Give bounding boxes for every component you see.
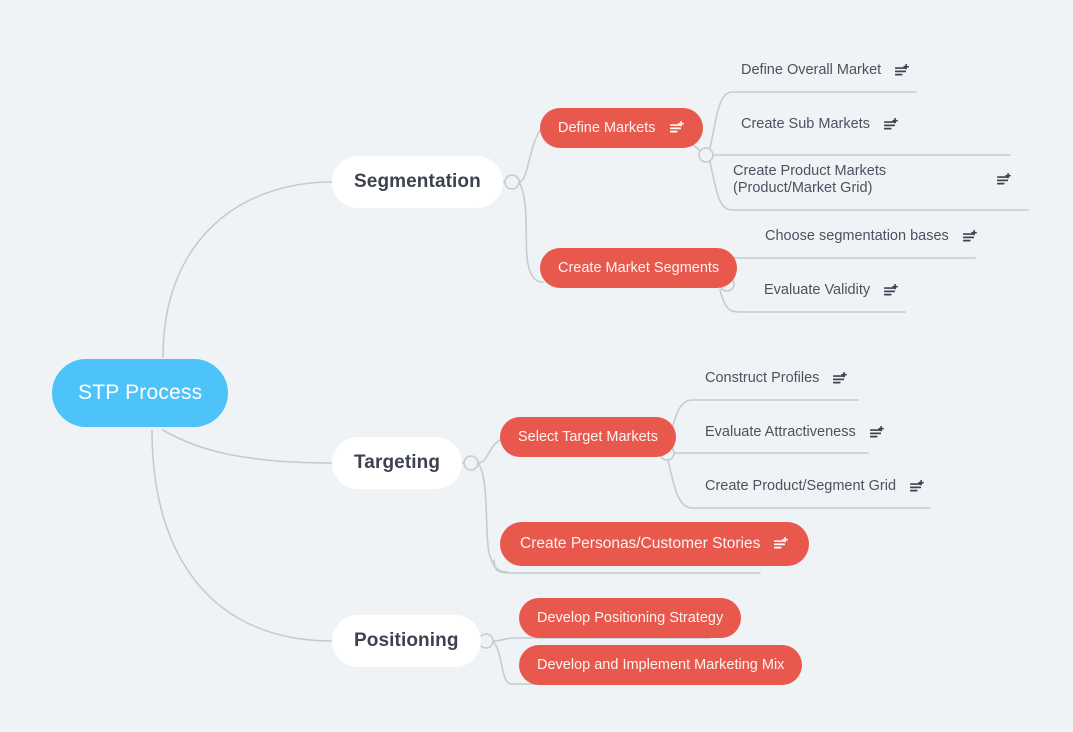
leaf-node-label: Construct Profiles <box>705 370 820 386</box>
leaf-node-label: Evaluate Validity <box>764 282 871 298</box>
edge-hub-develop-positioning-strategy <box>492 637 711 642</box>
note-add-icon[interactable] <box>774 537 789 551</box>
branch-node-label: Targeting <box>354 452 441 473</box>
connector-ring-segmentation <box>504 174 520 190</box>
connector-ring-targeting <box>463 455 479 471</box>
note-add-icon[interactable] <box>883 117 899 132</box>
child-node-label: Define Markets <box>558 120 656 136</box>
branch-node-label: Segmentation <box>354 171 481 192</box>
leaf-node-label: Define Overall Market <box>741 62 882 78</box>
note-add-icon[interactable] <box>669 121 685 135</box>
child-node-label: Select Target Markets <box>518 429 658 445</box>
note-add-icon[interactable] <box>833 371 848 386</box>
child-node-develop-positioning-strategy[interactable]: Develop Positioning Strategy <box>519 598 742 638</box>
note-add-icon[interactable] <box>884 283 899 298</box>
branch-node-segmentation[interactable]: Segmentation <box>332 156 503 208</box>
child-node-create-market-segments[interactable]: Create Market Segments <box>540 248 738 288</box>
leaf-node-label: Create Product/Segment Grid <box>705 478 897 494</box>
edge-root-positioning <box>151 429 333 642</box>
branch-node-targeting[interactable]: Targeting <box>332 437 463 489</box>
child-node-develop-marketing-mix[interactable]: Develop and Implement Marketing Mix <box>519 645 803 685</box>
child-node-label: Develop Positioning Strategy <box>537 610 724 626</box>
note-add-icon[interactable] <box>997 173 1012 187</box>
leaf-node-label: Evaluate Attractiveness <box>705 424 856 440</box>
child-node-define-markets[interactable]: Define Markets <box>540 108 703 148</box>
leaf-node-evaluate-attractiveness[interactable]: Evaluate Attractiveness <box>705 424 905 441</box>
child-node-select-target-markets[interactable]: Select Target Markets <box>500 417 676 457</box>
child-node-label: Create Market Segments <box>558 260 720 276</box>
leaf-node-evaluate-validity[interactable]: Evaluate Validity <box>764 282 944 299</box>
note-add-icon[interactable] <box>869 425 885 440</box>
note-add-icon[interactable] <box>962 229 978 244</box>
edge-hub-select-target-markets <box>477 439 501 464</box>
edge-root-targeting <box>162 429 333 464</box>
child-node-create-personas[interactable]: Create Personas/Customer Stories <box>500 522 810 566</box>
leaf-node-create-product-segment-grid[interactable]: Create Product/Segment Grid <box>705 478 935 495</box>
root-node-stp-process[interactable]: STP Process <box>52 359 229 427</box>
root-node-label: STP Process <box>78 381 203 404</box>
leaf-node-create-sub-markets[interactable]: Create Sub Markets <box>741 116 941 133</box>
leaf-node-define-overall-market[interactable]: Define Overall Market <box>741 62 941 79</box>
leaf-node-construct-profiles[interactable]: Construct Profiles <box>705 370 895 387</box>
child-node-label: Create Personas/Customer Stories <box>520 535 761 552</box>
edge-hub3-choose-bases <box>717 256 976 279</box>
edge-hub-define-markets <box>518 129 541 183</box>
note-add-icon[interactable] <box>895 63 910 78</box>
edge-root-segmentation <box>162 181 333 358</box>
leaf-node-label: Create Product Markets (Product/Market G… <box>733 163 887 196</box>
leaf-node-label: Create Sub Markets <box>741 116 870 132</box>
connector-ring-define-markets <box>698 147 714 163</box>
connector-ring-positioning <box>478 633 494 649</box>
branch-node-label: Positioning <box>354 630 459 651</box>
leaf-node-choose-segmentation-bases[interactable]: Choose segmentation bases <box>765 228 985 245</box>
child-node-label: Develop and Implement Marketing Mix <box>537 657 785 673</box>
leaf-node-create-product-markets[interactable]: Create Product Markets (Product/Market G… <box>733 163 1033 197</box>
note-add-icon[interactable] <box>910 479 925 494</box>
branch-node-positioning[interactable]: Positioning <box>332 615 481 667</box>
leaf-node-label: Choose segmentation bases <box>765 228 949 244</box>
